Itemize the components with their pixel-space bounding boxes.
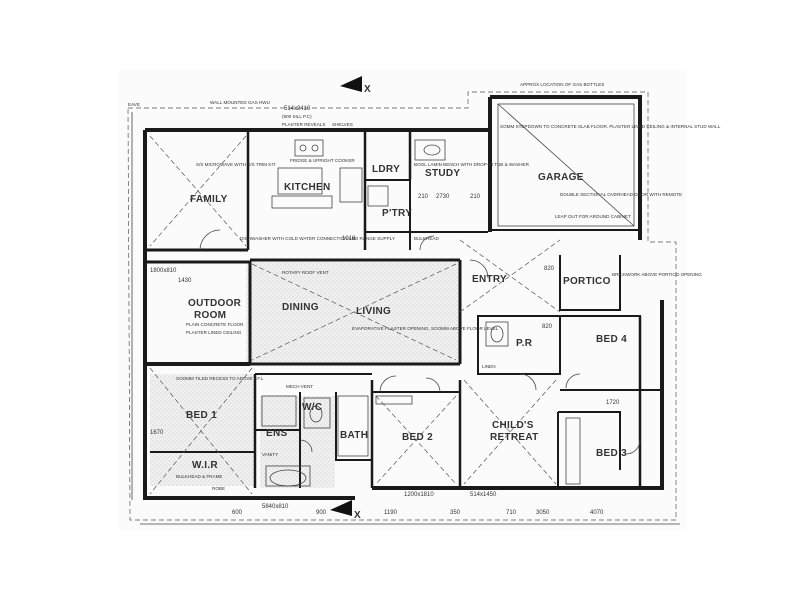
room-label-garage: GARAGE [538, 172, 584, 183]
dim-1720: 1720 [606, 400, 620, 406]
dim-900: 900 [316, 510, 327, 516]
note-fridge: FRIDGE & UPRIGHT COOKER [290, 158, 355, 163]
dim-514: 514x1450 [470, 492, 497, 498]
section-marker-top [340, 76, 362, 92]
note-bool-lamin: BOOL LAMIN BENCH WITH DROP-IN TUB & WASH… [414, 162, 530, 167]
note-shelves: SHELVES [332, 122, 353, 127]
note-top-dim: 514x2410 [284, 106, 311, 112]
note-bulkhead: BULKHEAD [414, 236, 439, 241]
note-linen: LINEN [482, 364, 496, 369]
dim-3050: 3050 [536, 510, 550, 516]
ceiling-fall-lines [149, 135, 561, 495]
note-plaster-reveals: PLASTER REVEALS [282, 122, 325, 127]
dim-600: 600 [232, 510, 243, 516]
note-plain-concrete: PLAIN CONCRETE FLOOR [186, 322, 244, 327]
note-robe: ROBE [212, 486, 225, 491]
dim-820-b: 820 [542, 324, 553, 330]
room-labels: FAMILY KITCHEN LDRY STUDY P'TRY GARAGE D… [186, 164, 627, 471]
room-label-portico: PORTICO [563, 276, 611, 287]
room-label-pr: P.R [516, 338, 533, 349]
section-mark-x-bottom: X [354, 510, 361, 521]
note-garage: SOMM STEPDOWN TO CONCRETE SLAB FLOOR. PL… [500, 124, 721, 129]
room-label-pantry: P'TRY [382, 208, 412, 219]
note-top-dim-sub: (900 SILL P.C) [282, 114, 312, 119]
dim-1200: 1200x1810 [404, 492, 434, 498]
section-mark-x-top: X [364, 84, 371, 95]
note-approx-gas: APPROX LOCATION OF GAS BOTTLES [520, 82, 604, 87]
room-label-kitchen: KITCHEN [284, 182, 331, 193]
note-double-door: DOUBLE SECTIONAL OVERHEAD DOOR WITH REMO… [560, 192, 682, 197]
note-bulkhead-frame: BULKHEAD & FRAME [176, 474, 222, 479]
room-label-living: LIVING [356, 306, 391, 317]
note-dishwasher: DISHWASHER WITH COLD WATER CONNECTION AN… [240, 236, 395, 241]
internal-walls [150, 130, 662, 488]
tiled-wet-area [260, 396, 335, 488]
note-rotary-vent: ROTARY ROOF VENT [282, 270, 329, 275]
note-brickwork: BRICKWORK ABOVE PORTICO OPENING [612, 272, 702, 277]
room-label-ens: ENS [266, 428, 287, 439]
note-eave: EAVE [128, 102, 140, 107]
room-label-entry: ENTRY [472, 274, 507, 285]
room-label-childs-1: CHILD'S [492, 420, 534, 431]
dim-1430: 1430 [178, 278, 192, 284]
room-label-childs-2: RETREAT [490, 432, 539, 443]
dim-1018: 1018 [342, 236, 356, 242]
room-label-bed3: BED 3 [596, 448, 627, 459]
note-vanity: VANITY [262, 452, 278, 457]
section-marker-bottom [330, 500, 352, 516]
tiled-bed1 [150, 374, 255, 486]
door-swings [199, 229, 641, 455]
dim-1800-a: 1800x810 [150, 268, 177, 274]
room-label-bed1: BED 1 [186, 410, 217, 421]
note-plaster-lined: PLASTER LINED CEILING [186, 330, 242, 335]
dimension-lines [131, 112, 680, 525]
dim-820-a: 820 [544, 266, 555, 272]
note-tiled-recess: SOOMM TILED RECESS TO ABOVE F.F.L [176, 376, 264, 381]
room-label-bed2: BED 2 [402, 432, 433, 443]
note-mech-vent: MECH VENT [286, 384, 313, 389]
room-label-bed4: BED 4 [596, 334, 627, 345]
dim-350: 350 [450, 510, 461, 516]
note-leap-out: LEAP OUT FOR AROUND CABINET [555, 214, 631, 219]
plan-notes: WALL MOUNTED GAS HWU 514x2410 (900 SILL … [128, 82, 721, 491]
room-label-study: STUDY [425, 168, 460, 179]
room-label-family: FAMILY [190, 194, 228, 205]
room-label-outdoor-2: ROOM [194, 310, 226, 321]
room-label-wir: W.I.R [192, 460, 218, 471]
eave-line [127, 91, 677, 521]
room-label-outdoor-1: OUTDOOR [188, 298, 242, 309]
external-walls [143, 95, 664, 500]
dim-2730: 2730 [436, 194, 450, 200]
note-cooling: EVAPORATIVE PLASTER OPENING, SOOMM ABOVE… [352, 326, 499, 331]
note-wall-mounted: WALL MOUNTED GAS HWU [210, 100, 270, 105]
kitchen-fixtures [271, 139, 446, 209]
note-microwave: S/S MICROWAVE WITH S/S TRIM KIT [196, 162, 276, 167]
dim-210-a: 210 [418, 194, 429, 200]
dim-5840: 5840x810 [262, 504, 289, 510]
dim-1670: 1670 [150, 430, 164, 436]
room-label-dining: DINING [282, 302, 319, 313]
bathroom-fixtures [261, 321, 581, 487]
garage-fixtures [497, 103, 635, 227]
tiled-dining-living [246, 262, 460, 364]
room-label-lndry: LDRY [372, 164, 400, 175]
dim-710: 710 [506, 510, 517, 516]
dim-4070: 4070 [590, 510, 604, 516]
dim-210-b: 210 [470, 194, 481, 200]
dimension-labels: 1800x810 1430 2730 210 210 1018 820 820 … [150, 84, 620, 521]
room-label-bath: BATH [340, 430, 368, 441]
room-label-wc: W/C [302, 402, 322, 413]
dim-1190: 1190 [384, 510, 398, 516]
